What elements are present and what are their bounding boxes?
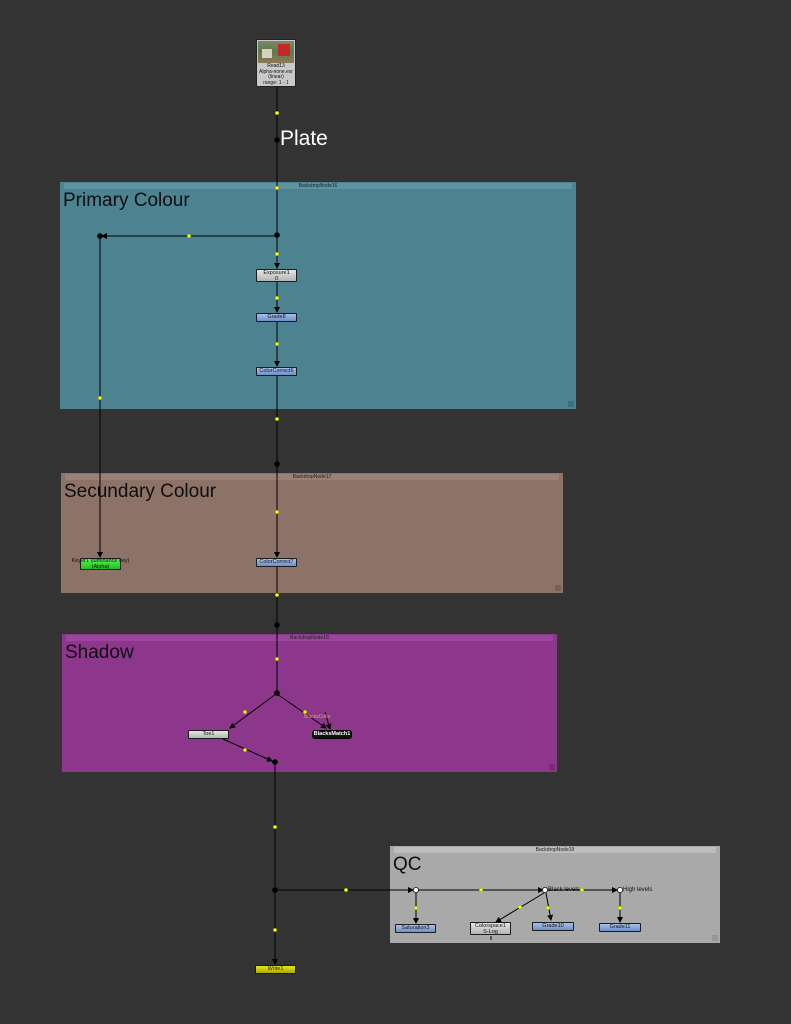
read-node-name: Read13 [267,63,285,69]
black-levels-label: Black levels [548,887,580,893]
dot-node[interactable] [274,137,280,143]
pipe [324,711,332,730]
pipe [229,693,277,729]
node-label: Colorspace1 [475,923,506,929]
grade10-node[interactable]: Grade10 [532,922,574,931]
colorspace-node[interactable]: Colorspace1 S-Log [470,922,511,935]
colorcorrect6-node[interactable]: ColorCorrect6 [256,367,297,376]
node-sublabel: S-Log [483,929,498,935]
dot-node-high-levels[interactable] [617,887,624,894]
high-levels-label: High levels [623,887,653,893]
pipe-midpoint-handle[interactable] [275,296,279,300]
blackscolor-input-label: BlacksColor [304,714,331,720]
pipe-midpoint-handle[interactable] [518,905,522,909]
dot-node[interactable] [97,233,103,239]
read-node-label: Read13 Alpha-none.exr (linear) range: 1 … [257,63,295,86]
plate-label: Plate [280,127,328,150]
grade11-node[interactable]: Grade11 [599,923,641,932]
exposure-node[interactable]: Exposure1 0 [256,269,297,282]
node-sublabel: 0 [274,276,279,282]
pipe-midpoint-handle[interactable] [618,906,622,910]
backdrop-name: BackdropNode18 [66,635,553,641]
backdrop-title: Primary Colour [63,190,190,211]
write-node[interactable]: Write1 [255,965,296,974]
grade8-node[interactable]: Grade8 [256,313,297,322]
backdrop-resize-handle[interactable] [712,935,718,941]
backdrop-resize-handle[interactable] [568,401,574,407]
read-node-colorspace: (linear) [268,74,284,80]
dot-node-black-levels[interactable] [542,887,549,894]
pipe-midpoint-handle[interactable] [275,593,279,597]
backdrop-shadow[interactable]: BackdropNode18 Shadow [62,634,557,772]
read-node-file: Alpha-none.exr [259,68,293,75]
backdrop-title: QC [393,854,422,875]
pipe-midpoint-handle[interactable] [273,825,277,829]
backdrop-name: BackdropNode17 [65,474,559,480]
keyer-node[interactable]: Keyer1 (luminance key) (Alpha) [72,558,129,570]
pipe-midpoint-handle[interactable] [275,186,279,190]
dot-nodes[interactable] [97,137,280,893]
pipe-midpoint-handle[interactable] [580,888,584,892]
backdrop-secundary-colour[interactable]: BackdropNode17 Secundary Colour [61,473,563,593]
pipe-midpoint-handle[interactable] [275,417,279,421]
pipe-midpoint-handle[interactable] [546,906,550,910]
pipe-midpoint-handle[interactable] [414,906,418,910]
pipe-midpoint-handle[interactable] [275,342,279,346]
backdrop-title: Shadow [65,642,134,663]
node-sublabel: (Alpha) [91,563,110,570]
toe-node[interactable]: Toe1 [188,730,229,739]
backdrop-resize-handle[interactable] [549,764,555,770]
pipe-midpoint-handle[interactable] [275,510,279,514]
dot-node[interactable] [272,759,278,765]
dot-node[interactable] [274,232,280,238]
pipe-midpoint-handle[interactable] [187,234,191,238]
read-node-range: range: 1 - 1 [263,79,289,86]
pipe-midpoint-handle[interactable] [273,928,277,932]
pipe-midpoint-handle[interactable] [275,111,279,115]
pipe-midpoint-handle[interactable] [344,888,348,892]
thumbnail-house-icon [262,49,272,58]
thumbnail-roof-icon [278,44,290,56]
pipe-midpoint-handle[interactable] [303,710,307,714]
read-thumbnail [258,41,294,63]
dot-node[interactable] [274,461,280,467]
read-node[interactable]: Read13 Alpha-none.exr (linear) range: 1 … [256,39,296,87]
dot-node[interactable] [274,690,280,696]
backdrop-name: BackdropNode19 [394,847,716,853]
pipe-midpoint-handle[interactable] [98,396,102,400]
backdrop-name: BackdropNode16 [64,183,572,189]
blacksmatch-node[interactable]: BlacksMatch1 [312,730,352,739]
dot-node[interactable] [272,887,278,893]
node-label: Keyer1 (luminance key) [71,558,130,564]
dot-node[interactable] [274,622,280,628]
backdrop-resize-handle[interactable] [555,585,561,591]
saturation-node[interactable]: Saturation3 [395,924,436,933]
pipe-midpoint-handle[interactable] [243,748,247,752]
pipe [222,738,273,762]
node-label: Exposure1 [263,270,290,276]
backdrop-primary-colour[interactable]: BackdropNode16 Primary Colour [60,182,576,409]
colorcorrect7-node[interactable]: ColorCorrect7 [256,558,297,567]
dot-node-hollow[interactable] [412,887,419,894]
pipe-midpoint-handle[interactable] [479,888,483,892]
pipe-midpoint-handle[interactable] [243,710,247,714]
pipe-midpoint-handle[interactable] [275,657,279,661]
pipe [276,693,327,729]
pipe-midpoint-handle[interactable] [275,252,279,256]
backdrop-title: Secundary Colour [64,481,217,502]
